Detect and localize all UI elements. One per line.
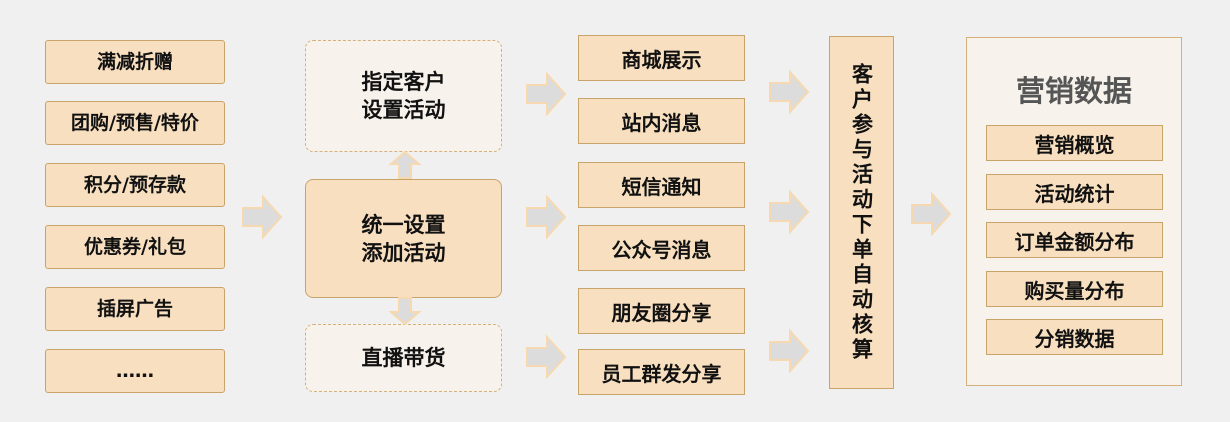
- channel-mall-display: 商城展示: [578, 35, 745, 81]
- promotion-item-popup-ad: 插屏广告: [45, 287, 225, 331]
- arrow-right-icon: [242, 194, 283, 240]
- arrow-right-icon: [526, 194, 567, 240]
- arrow-right-icon: [526, 334, 567, 380]
- data-item-order-amount: 订单金额分布: [986, 222, 1163, 258]
- promotion-item-group-buy: 团购/预售/特价: [45, 101, 225, 145]
- promotion-item-points: 积分/预存款: [45, 163, 225, 207]
- promotion-item-more: ……: [45, 349, 225, 393]
- arrow-right-icon: [769, 189, 810, 235]
- channel-staff-share: 员工群发分享: [578, 349, 745, 395]
- order-settlement-box: 客户参与活动下单自动核算: [829, 36, 894, 389]
- livestream-box: 直播带货: [305, 324, 502, 392]
- arrow-up-icon: [388, 150, 422, 179]
- data-item-purchase-volume: 购买量分布: [986, 271, 1163, 307]
- targeted-activity-box: 指定客户 设置活动: [305, 40, 502, 152]
- data-item-overview: 营销概览: [986, 125, 1163, 161]
- marketing-data-title: 营销数据: [1015, 74, 1132, 108]
- arrow-right-icon: [769, 328, 810, 374]
- data-item-distribution: 分销数据: [986, 319, 1163, 355]
- arrow-right-icon: [526, 71, 567, 117]
- data-item-activity-stats: 活动统计: [986, 174, 1163, 210]
- promotion-item-coupon: 优惠券/礼包: [45, 225, 225, 269]
- channel-sms: 短信通知: [578, 162, 745, 208]
- arrow-right-icon: [911, 191, 952, 237]
- promotion-item-full-reduction: 满减折赠: [45, 40, 225, 84]
- arrow-right-icon: [769, 69, 810, 115]
- arrow-down-icon: [388, 297, 422, 326]
- channel-moments-share: 朋友圈分享: [578, 288, 745, 334]
- channel-wechat-official: 公众号消息: [578, 225, 745, 271]
- unified-activity-box: 统一设置 添加活动: [305, 179, 502, 298]
- channel-site-message: 站内消息: [578, 98, 745, 144]
